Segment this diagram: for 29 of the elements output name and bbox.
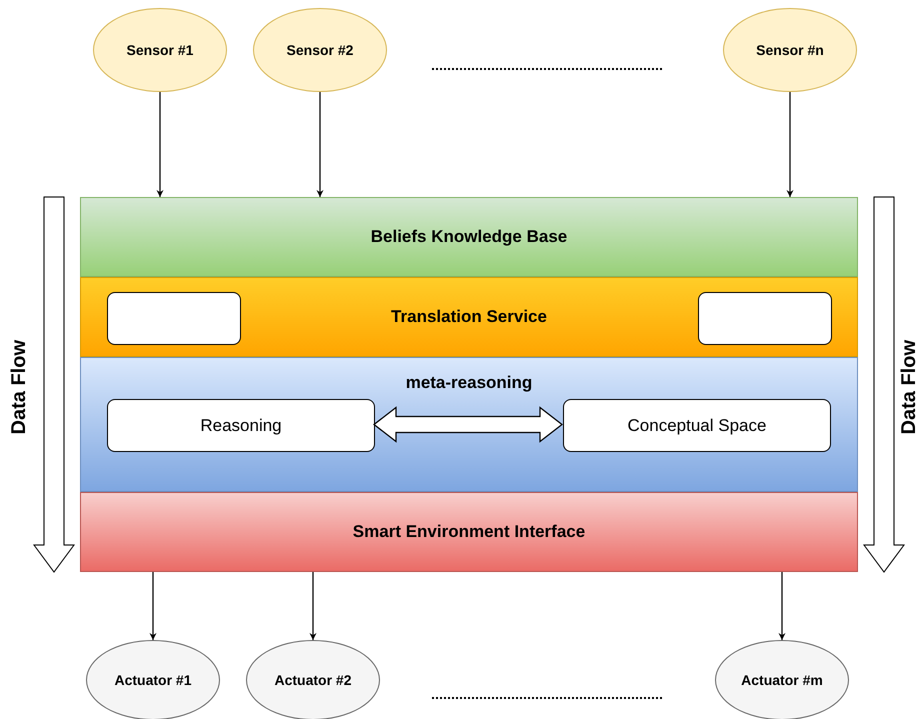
- node-label: Actuator #2: [274, 672, 352, 688]
- node-label: Reasoning: [200, 416, 282, 436]
- node-label: Actuator #1: [114, 672, 192, 688]
- component-box: [698, 292, 832, 345]
- arrow: [778, 572, 786, 640]
- arrow: [150, 572, 156, 640]
- node-label: Actuator #m: [741, 672, 823, 688]
- arrow: [786, 92, 794, 197]
- arrow: [310, 572, 316, 640]
- node-label: Sensor #n: [756, 42, 824, 58]
- node-label: Beliefs Knowledge Base: [370, 227, 568, 247]
- component-box: [107, 399, 375, 452]
- axis-label: Data Flow: [8, 340, 31, 434]
- component-box: [107, 292, 241, 345]
- node-label: Sensor #1: [126, 42, 194, 58]
- node-label: Translation Service: [391, 307, 547, 327]
- layer-band: [80, 277, 858, 357]
- layer-band: [80, 492, 858, 572]
- layer-band: [80, 357, 858, 492]
- double-arrow: [373, 406, 563, 443]
- node-label: Sensor #2: [286, 42, 354, 58]
- component-box: [563, 399, 831, 452]
- arrow: [316, 92, 324, 197]
- node-label: Conceptual Space: [628, 416, 766, 436]
- arrow: [156, 92, 164, 197]
- axis-label: Data Flow: [898, 340, 919, 434]
- layer-band: [80, 197, 858, 277]
- node-label: Smart Environment Interface: [352, 522, 586, 542]
- node-label: meta-reasoning: [406, 373, 532, 393]
